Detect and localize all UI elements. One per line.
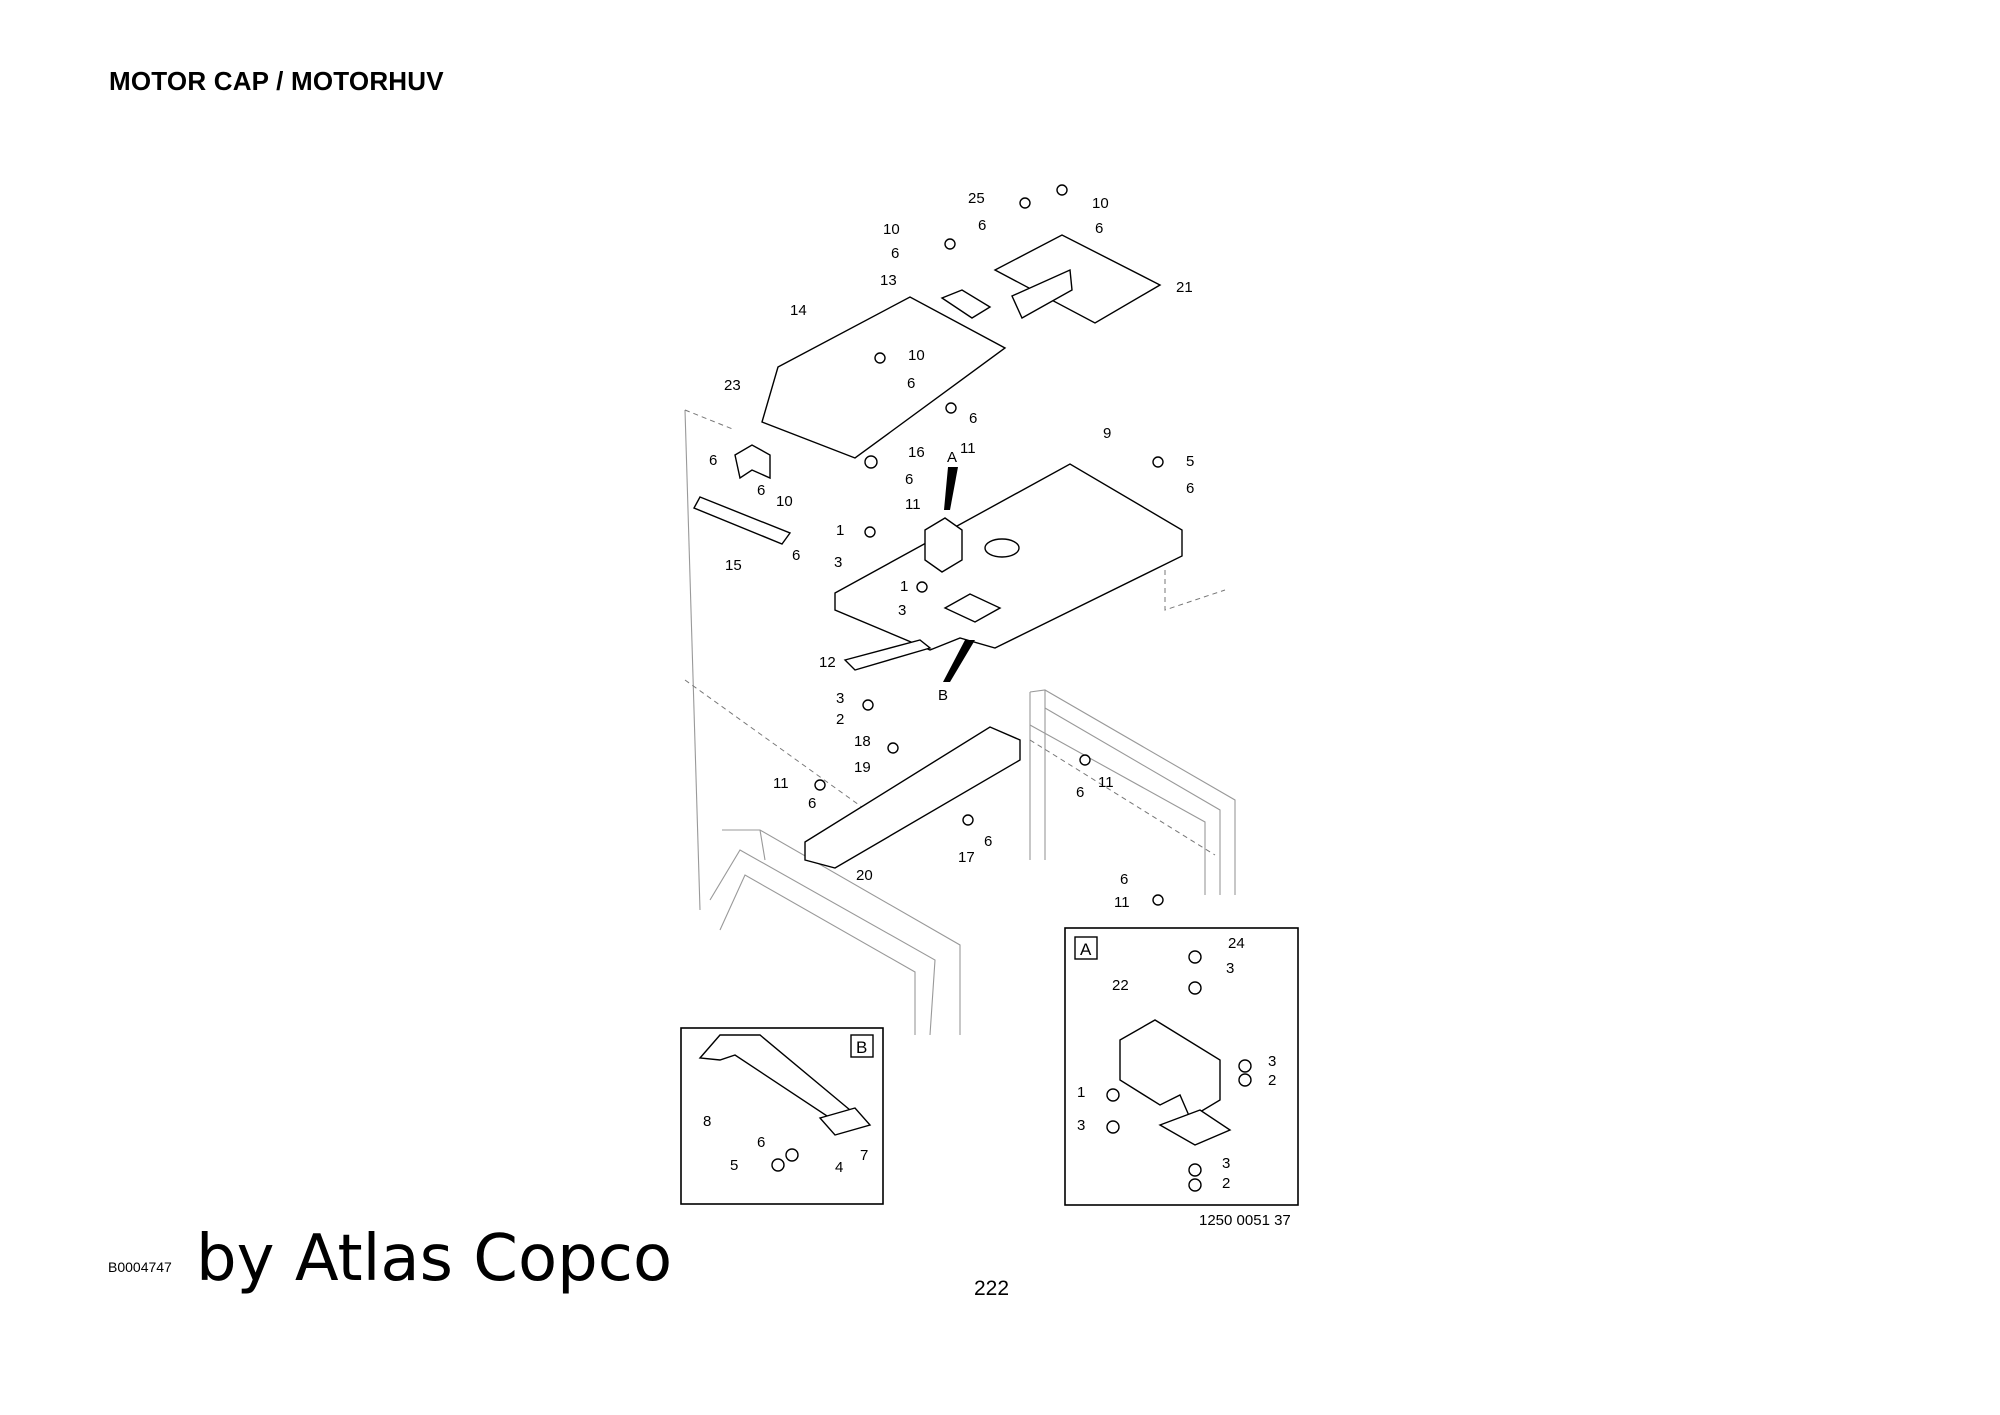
callout-14: 14 <box>790 302 807 319</box>
callout-6: 6 <box>792 547 800 564</box>
callout-10: 10 <box>1092 195 1109 212</box>
callout-10: 10 <box>908 347 925 364</box>
callout-3: 3 <box>1226 960 1234 977</box>
callout-11: 11 <box>1114 894 1130 911</box>
callout-12: 12 <box>819 654 836 671</box>
callout-6: 6 <box>905 471 913 488</box>
callout-3: 3 <box>1222 1155 1230 1172</box>
callout-7: 7 <box>860 1147 868 1164</box>
callout-5: 5 <box>1186 453 1194 470</box>
callout-6: 6 <box>907 375 915 392</box>
callout-1: 1 <box>1077 1084 1085 1101</box>
callout-6: 6 <box>709 452 717 469</box>
callout-18: 18 <box>854 733 871 750</box>
callout-6: 6 <box>1120 871 1128 888</box>
callout-2: 2 <box>1268 1072 1276 1089</box>
callout-24: 24 <box>1228 935 1245 952</box>
view-marker-b-arrow <box>943 640 975 682</box>
callout-6: 6 <box>1186 480 1194 497</box>
callout-11: 11 <box>773 775 789 792</box>
callout-1: 1 <box>900 578 908 595</box>
callouts: 25 10 6 6 10 6 13 21 14 10 6 23 6 11 9 5… <box>703 190 1276 1192</box>
callout-19: 19 <box>854 759 871 776</box>
callout-13: 13 <box>880 272 897 289</box>
detail-box-b: B <box>680 1027 884 1205</box>
callout-6: 6 <box>891 245 899 262</box>
part-15-strut <box>693 496 792 545</box>
callout-11: 11 <box>905 496 921 513</box>
callout-9: 9 <box>1103 425 1111 442</box>
callout-10: 10 <box>776 493 793 510</box>
callout-6: 6 <box>1076 784 1084 801</box>
part-14-panel <box>761 296 1007 459</box>
callout-2: 2 <box>836 711 844 728</box>
callout-6: 6 <box>757 1134 765 1151</box>
detail-box-b-label: B <box>856 1038 867 1057</box>
callout-6: 6 <box>1095 220 1103 237</box>
callout-2: 2 <box>1222 1175 1230 1192</box>
callout-16: 16 <box>908 444 925 461</box>
page-title: MOTOR CAP / MOTORHUV <box>109 66 444 96</box>
document-id: B0004747 <box>108 1259 172 1275</box>
callout-6: 6 <box>757 482 765 499</box>
callout-8: 8 <box>703 1113 711 1130</box>
callout-6: 6 <box>978 217 986 234</box>
page-number: 222 <box>974 1277 1010 1300</box>
plate-hole-round <box>984 538 1020 558</box>
callout-6: 6 <box>808 795 816 812</box>
part-22-bracket <box>924 517 963 573</box>
callout-22: 22 <box>1112 977 1129 994</box>
detail-box-a-label: A <box>1080 940 1092 959</box>
callout-4: 4 <box>835 1159 843 1176</box>
view-marker-a: A <box>947 449 957 466</box>
callout-25: 25 <box>968 190 985 207</box>
callout-11: 11 <box>960 440 976 457</box>
fasteners <box>814 184 1164 906</box>
callout-11: 11 <box>1098 774 1114 791</box>
part-21-panel <box>993 234 1162 324</box>
part-20-beam <box>804 726 1021 869</box>
callout-3: 3 <box>834 554 842 571</box>
drawing-number: 1250 0051 37 <box>1199 1212 1291 1229</box>
part-12-bar <box>843 639 932 671</box>
callout-1: 1 <box>836 522 844 539</box>
callout-3: 3 <box>1077 1117 1085 1134</box>
callout-3: 3 <box>898 602 906 619</box>
plate-hole-square <box>943 593 1002 623</box>
callout-6: 6 <box>969 410 977 427</box>
callout-3: 3 <box>836 690 844 707</box>
part-23-bracket <box>734 444 771 480</box>
callout-17: 17 <box>958 849 975 866</box>
view-marker-a-arrow <box>944 467 958 510</box>
callout-20: 20 <box>856 867 873 884</box>
callout-23: 23 <box>724 377 741 394</box>
detail-box-a: A <box>1064 927 1299 1206</box>
callout-21: 21 <box>1176 279 1193 296</box>
part-13-hinge <box>940 289 992 319</box>
callout-3: 3 <box>1268 1053 1276 1070</box>
callout-10: 10 <box>883 221 900 238</box>
view-marker-b: B <box>938 687 948 704</box>
brand-text: by Atlas Copco <box>196 1222 673 1296</box>
callout-6: 6 <box>984 833 992 850</box>
callout-5: 5 <box>730 1157 738 1174</box>
callout-15: 15 <box>725 557 742 574</box>
